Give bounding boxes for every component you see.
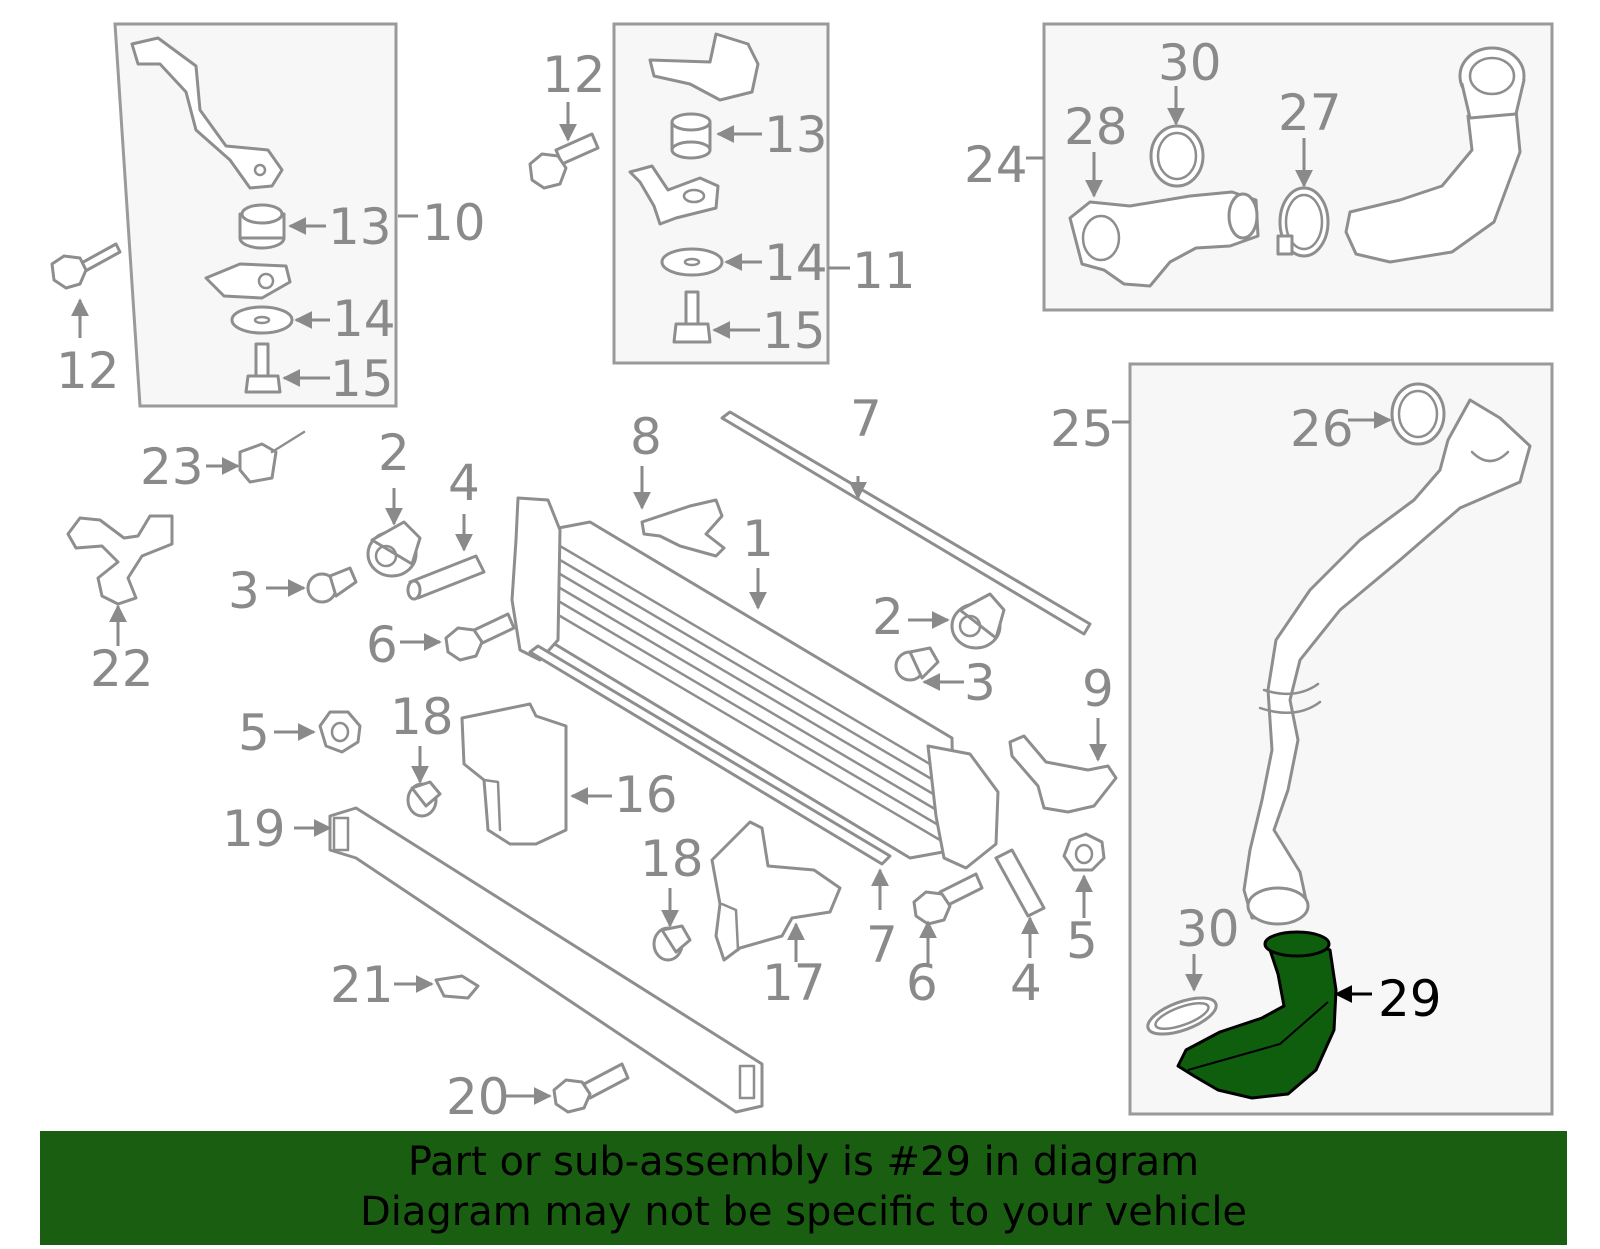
connector-23 xyxy=(238,430,306,484)
bolt-6-left xyxy=(444,612,516,662)
bolt-15-left xyxy=(244,342,282,394)
grommet-3-right xyxy=(894,646,940,682)
callout-23: 23 xyxy=(140,438,204,496)
bolt-12-top xyxy=(528,132,600,190)
bolt-15-right xyxy=(672,290,712,344)
callout-16: 16 xyxy=(614,766,678,824)
nut-5-right xyxy=(1062,832,1106,872)
clip-bracket-right xyxy=(628,164,720,226)
callout-4: 4 xyxy=(448,454,480,512)
bracket-10 xyxy=(130,36,284,190)
bolt-20 xyxy=(552,1062,630,1114)
callout-7: 7 xyxy=(850,390,882,448)
deflector-17 xyxy=(710,820,842,962)
callout-15: 15 xyxy=(762,302,826,360)
callout-14: 14 xyxy=(764,234,828,292)
callout-20: 20 xyxy=(446,1068,510,1126)
washer-14-right xyxy=(660,247,724,277)
panel-19 xyxy=(328,806,764,1114)
callout-27: 27 xyxy=(1278,84,1342,142)
callout-5: 5 xyxy=(238,704,270,762)
tube-29-highlighted xyxy=(1176,930,1338,1100)
callout-24: 24 xyxy=(964,136,1028,194)
pin-4-right xyxy=(994,848,1046,918)
insulator-13-left xyxy=(238,203,286,250)
deflector-16 xyxy=(460,702,568,846)
callout-30: 30 xyxy=(1176,900,1240,958)
callout-10: 10 xyxy=(422,194,486,252)
callout-6: 6 xyxy=(366,616,398,674)
bolt-12-left xyxy=(50,242,122,290)
caption-line-2: Diagram may not be specific to your vehi… xyxy=(359,1189,1248,1235)
o-ring-30-top xyxy=(1149,124,1205,188)
callout-29-highlighted: 29 xyxy=(1378,970,1442,1028)
callout-6: 6 xyxy=(906,954,938,1012)
callout-21: 21 xyxy=(330,956,394,1014)
callout-11: 11 xyxy=(852,242,916,300)
callout-17: 17 xyxy=(762,954,826,1012)
bolt-6-right xyxy=(912,872,984,926)
callout-13: 13 xyxy=(328,198,392,256)
callout-4: 4 xyxy=(1010,954,1042,1012)
clip-21 xyxy=(434,974,480,1000)
clip-bracket-left xyxy=(204,262,292,300)
bracket-9 xyxy=(1008,734,1118,814)
callout-14: 14 xyxy=(332,290,396,348)
hose-24 xyxy=(1344,46,1526,264)
caption-line-1: Part or sub-assembly is #29 in diagram xyxy=(407,1139,1200,1185)
callout-2: 2 xyxy=(872,588,904,646)
callout-12: 12 xyxy=(56,342,120,400)
callouts: 12 12 13 10 14 15 13 14 11 15 24 28 30 2… xyxy=(56,34,1442,1126)
push-pin-18-right xyxy=(652,924,692,962)
insulator-13-right xyxy=(670,112,712,160)
washer-14-left xyxy=(230,305,294,335)
callout-3: 3 xyxy=(964,654,996,712)
nut-5-left xyxy=(318,710,362,754)
callout-30: 30 xyxy=(1158,34,1222,92)
callout-8: 8 xyxy=(630,408,662,466)
callout-13: 13 xyxy=(764,106,828,164)
callout-19: 19 xyxy=(222,800,286,858)
callout-3: 3 xyxy=(228,562,260,620)
bracket-11 xyxy=(648,32,760,102)
insulator-2-right xyxy=(950,592,1006,650)
tube-28 xyxy=(1068,190,1260,288)
tube-25 xyxy=(1242,398,1532,926)
callout-26: 26 xyxy=(1290,400,1354,458)
callout-18: 18 xyxy=(390,688,454,746)
intercooler-1 xyxy=(510,496,1000,870)
callout-25: 25 xyxy=(1050,400,1114,458)
callout-12: 12 xyxy=(542,46,606,104)
callout-9: 9 xyxy=(1082,660,1114,718)
callout-2: 2 xyxy=(378,424,410,482)
callout-7: 7 xyxy=(866,916,898,974)
callout-18: 18 xyxy=(640,830,704,888)
pin-4-left xyxy=(406,554,486,601)
callout-22: 22 xyxy=(90,640,154,698)
seal-7-bottom xyxy=(528,644,892,866)
o-ring-30-bottom xyxy=(1146,996,1218,1036)
caption-banner: Part or sub-assembly is #29 in diagram D… xyxy=(40,1131,1567,1245)
seal-7-top xyxy=(720,410,1092,636)
callout-5: 5 xyxy=(1066,912,1098,970)
leader-lines xyxy=(71,86,1392,1105)
insulator-2-left xyxy=(366,520,422,578)
o-ring-26 xyxy=(1390,382,1446,446)
bracket-8 xyxy=(640,498,726,558)
push-pin-18-left xyxy=(406,780,442,818)
callout-15: 15 xyxy=(330,350,394,408)
callout-28: 28 xyxy=(1064,98,1128,156)
sensor-22 xyxy=(66,514,174,606)
callout-1: 1 xyxy=(742,510,774,568)
grommet-3-left xyxy=(306,566,358,604)
clamp-27 xyxy=(1276,186,1330,258)
